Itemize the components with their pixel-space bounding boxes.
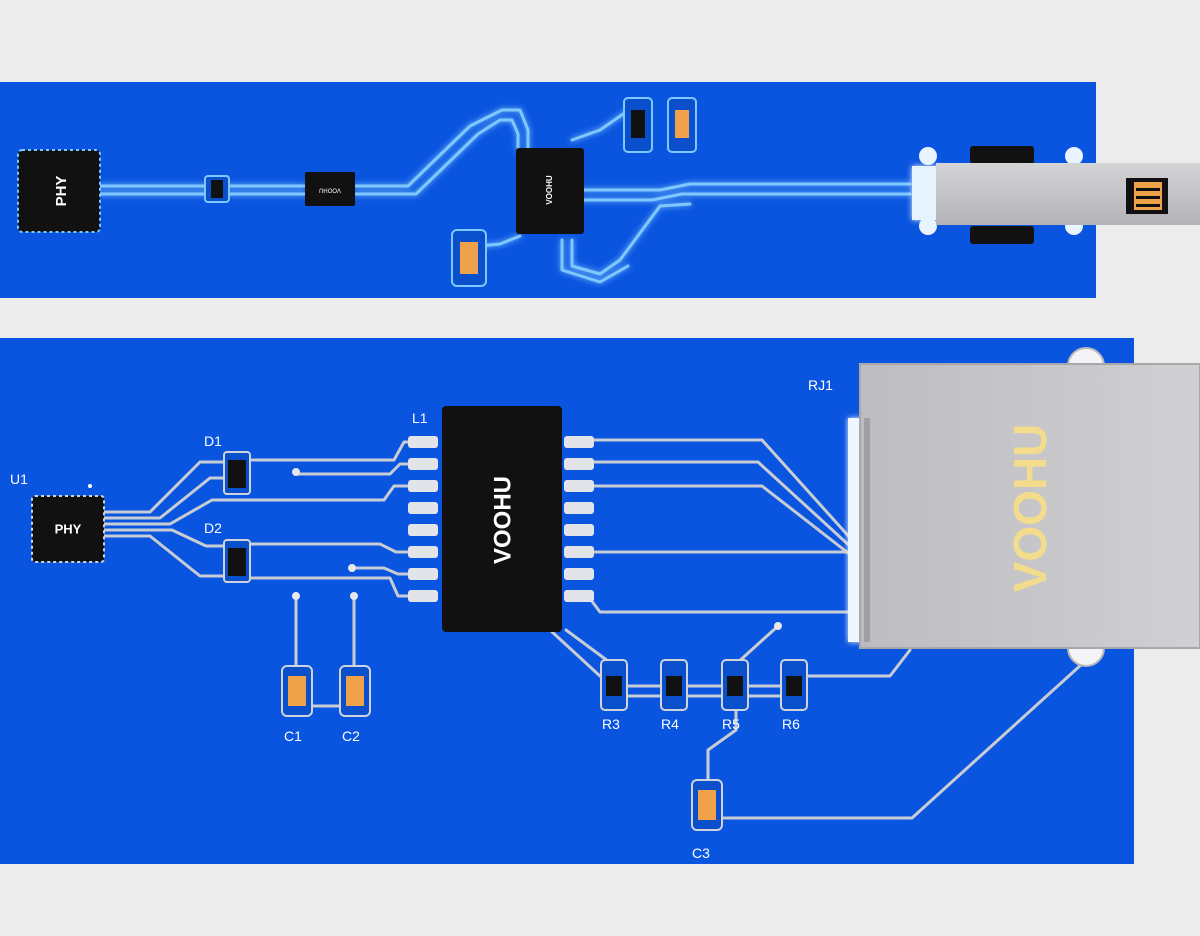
rj1-jack: VOOHU xyxy=(848,347,1200,667)
l1-left-pins xyxy=(408,436,438,602)
bottom-board: PHY xyxy=(0,338,1200,864)
d2-diode xyxy=(223,539,251,583)
c3-capacitor xyxy=(691,779,723,831)
refdes-l1: L1 xyxy=(412,410,428,426)
l1-label: VOOHU xyxy=(489,476,516,564)
top-cap-3 xyxy=(451,229,487,287)
refdes-r4: R4 xyxy=(661,716,679,732)
r5-resistor xyxy=(721,659,749,711)
c1-capacitor xyxy=(281,665,313,717)
top-cap-1 xyxy=(623,97,653,153)
refdes-r3: R3 xyxy=(602,716,620,732)
l1-transformer: VOOHU xyxy=(408,406,594,632)
l1-right-pins xyxy=(564,436,594,602)
r3-resistor xyxy=(600,659,628,711)
bottom-traces xyxy=(102,438,1084,820)
top-mid-chip-label: VOOHU xyxy=(545,175,554,205)
top-mid-chip: VOOHU xyxy=(516,148,584,234)
top-traces xyxy=(98,108,912,284)
top-phy-label: PHY xyxy=(53,176,70,207)
top-phy-chip: PHY xyxy=(17,149,101,233)
top-diode xyxy=(204,175,230,203)
r4-resistor xyxy=(660,659,688,711)
top-board: PHY VOOHU VOOHU xyxy=(0,82,1200,298)
c2-capacitor xyxy=(339,665,371,717)
vias xyxy=(292,468,782,630)
top-small-chip-label: VOOHU xyxy=(319,186,341,192)
silkscreen-labels: U1 D1 D2 L1 RJ1 C1 C2 R3 R4 R5 R6 C3 xyxy=(10,377,833,861)
r6-resistor xyxy=(780,659,808,711)
refdes-c1: C1 xyxy=(284,728,302,744)
refdes-r5: R5 xyxy=(722,716,740,732)
refdes-c2: C2 xyxy=(342,728,360,744)
refdes-u1: U1 xyxy=(10,471,28,487)
refdes-c3: C3 xyxy=(692,845,710,861)
refdes-d2: D2 xyxy=(204,520,222,536)
top-rj45-jack xyxy=(912,146,1200,244)
refdes-r6: R6 xyxy=(782,716,800,732)
refdes-d1: D1 xyxy=(204,433,222,449)
top-cap-2 xyxy=(667,97,697,153)
u1-phy-label: PHY xyxy=(55,521,82,536)
top-small-chip: VOOHU xyxy=(305,172,355,206)
refdes-rj1: RJ1 xyxy=(808,377,833,393)
u1-phy-chip: PHY xyxy=(31,484,105,563)
rj1-logo: VOOHU xyxy=(1004,424,1056,593)
d1-diode xyxy=(223,451,251,495)
